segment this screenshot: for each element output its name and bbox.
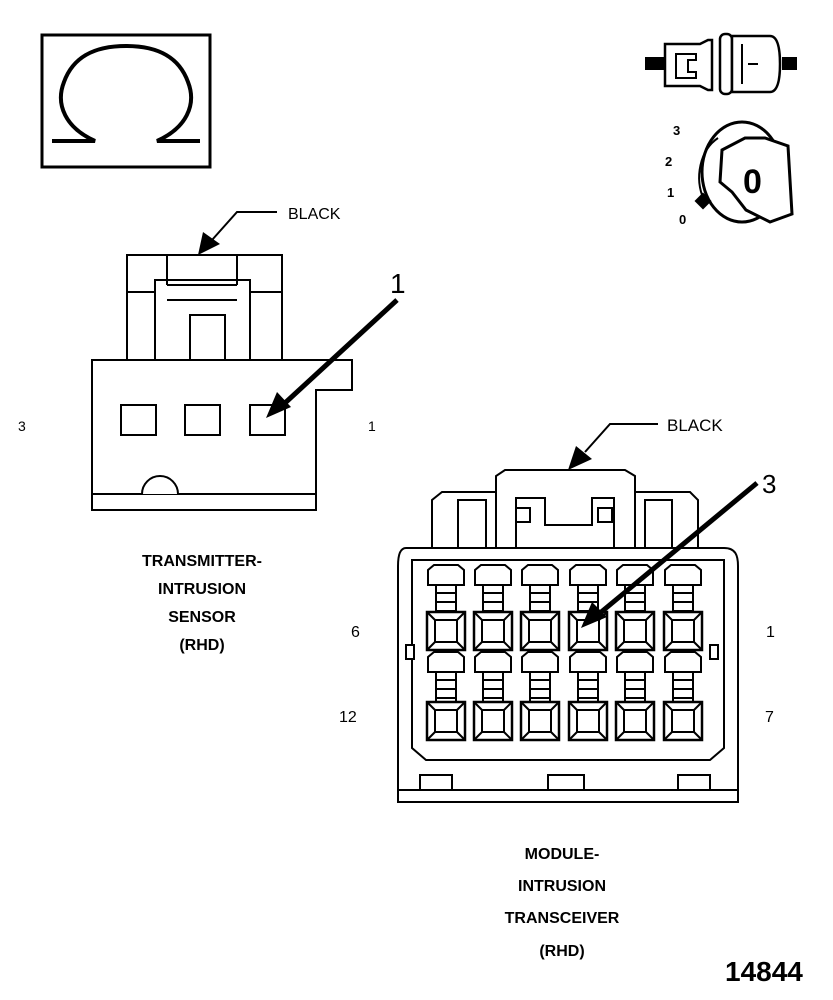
module-cavity-4 [519, 564, 561, 652]
module-cavity-12 [425, 651, 467, 742]
omega-icon [52, 43, 200, 143]
sensor-caption-line-4: (RHD) [179, 637, 224, 654]
ignition-switch-icon: 3 2 1 0 0 [665, 120, 794, 227]
module-pin-bottom-right-label: 7 [765, 709, 774, 726]
module-cavity-1 [662, 564, 704, 652]
module-pin-top-right-label: 1 [766, 624, 775, 641]
ignition-position-1: 1 [667, 185, 674, 200]
sensor-cavity-3 [120, 404, 157, 436]
sensor-callout-number: 1 [390, 268, 406, 299]
figure-number: 14844 [725, 956, 803, 987]
module-color-callout: BLACK [568, 416, 723, 470]
sensor-caption: TRANSMITTER- INTRUSION SENSOR (RHD) [142, 553, 262, 654]
module-cavity-11 [472, 651, 514, 742]
module-pin-bottom-left-label: 12 [339, 709, 357, 726]
ignition-position-2: 2 [665, 154, 672, 169]
sensor-pin-left-label: 3 [18, 418, 26, 434]
sensor-color-label: BLACK [288, 206, 341, 223]
key-off-mark: 0 [743, 163, 762, 201]
ohmmeter-symbol [40, 33, 212, 169]
sensor-cavity-2 [184, 404, 221, 436]
module-cavity-5 [472, 564, 514, 652]
module-caption-line-1: MODULE- [525, 846, 600, 863]
module-pin-callout: 3 [581, 469, 776, 628]
sensor-color-callout: BLACK [198, 206, 341, 255]
module-callout-number: 3 [762, 469, 776, 499]
sensor-pin-callout: 1 [266, 268, 406, 418]
ignition-position-3: 3 [673, 123, 680, 138]
sensor-connector [91, 254, 353, 511]
module-pin-top-left-label: 6 [351, 624, 360, 641]
module-cavity-8 [614, 651, 656, 742]
module-cavity-2 [614, 564, 656, 652]
module-caption-line-2: INTRUSION [518, 878, 606, 895]
sensor-caption-line-2: INTRUSION [158, 581, 246, 598]
module-cavity-9 [567, 651, 609, 742]
sensor-pin-right-label: 1 [368, 418, 376, 434]
sensor-caption-line-1: TRANSMITTER- [142, 553, 262, 570]
module-caption: MODULE- INTRUSION TRANSCEIVER (RHD) [505, 846, 620, 960]
disconnect-connector-icon [645, 32, 797, 96]
ignition-position-0: 0 [679, 212, 686, 227]
module-cavity-6 [425, 564, 467, 652]
module-caption-line-4: (RHD) [539, 943, 584, 960]
module-cavity-3 [567, 564, 609, 652]
module-cavity-7 [662, 651, 704, 742]
sensor-caption-line-3: SENSOR [168, 609, 236, 626]
module-caption-line-3: TRANSCEIVER [505, 910, 620, 927]
module-cavities [425, 564, 704, 742]
module-cavity-10 [519, 651, 561, 742]
module-connector [397, 469, 739, 803]
module-color-label: BLACK [667, 416, 723, 435]
